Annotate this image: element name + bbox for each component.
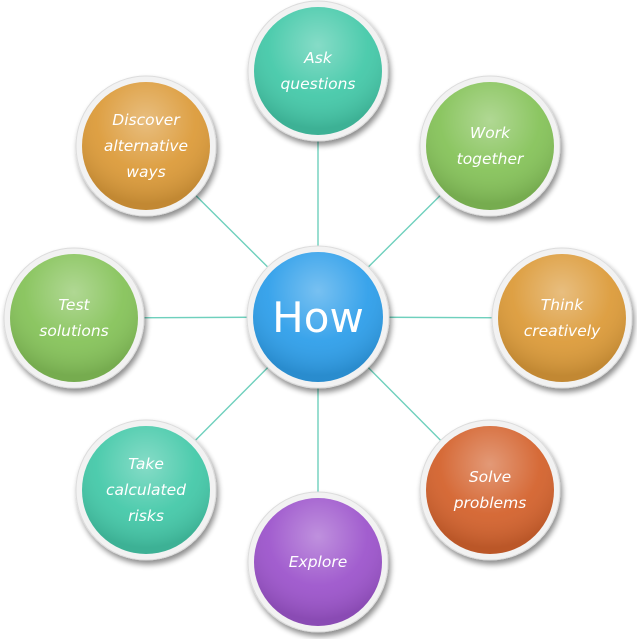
node-gloss [254,498,382,626]
node-label-line: problems [453,494,527,512]
node-gloss [82,82,210,210]
node-explore: Explore [247,491,389,633]
node-label-line: questions [280,75,355,93]
node-label-line: Solve [469,468,511,486]
node-label-line: solutions [39,322,108,340]
node-label-line: Explore [289,553,348,571]
node-label-line: Test [58,296,90,314]
node-gloss [426,82,554,210]
hub-node: How [246,245,390,389]
node-label-line: Take [128,455,164,473]
node-label-line: Ask [303,49,333,67]
node-label-line: ways [126,163,165,181]
node-gloss [498,254,626,382]
node-label-line: risks [128,507,164,525]
node-test-solutions: Test solutions [3,247,145,389]
node-think-creatively: Think creatively [491,247,633,389]
node-solve-problems: Solve problems [419,419,561,561]
node-gloss [426,426,554,554]
node-label-line: creatively [524,322,601,340]
node-label-line: Work [470,124,511,142]
node-gloss [10,254,138,382]
hub-gloss [253,252,383,382]
hub-label: How [272,293,364,342]
node-gloss [82,426,210,554]
node-take-calculated-risks: Take calculated risks [75,419,217,561]
node-label-line: together [457,150,525,168]
node-label-line: Discover [112,111,181,129]
node-label-line: alternative [104,137,188,155]
node-label-line: Think [541,296,584,314]
node-label-line: calculated [106,481,186,499]
node-discover-alternative-ways: Discover alternative ways [75,75,217,217]
node-ask-questions: Ask questions [247,0,389,142]
node-work-together: Work together [419,75,561,217]
node-gloss [254,7,382,135]
